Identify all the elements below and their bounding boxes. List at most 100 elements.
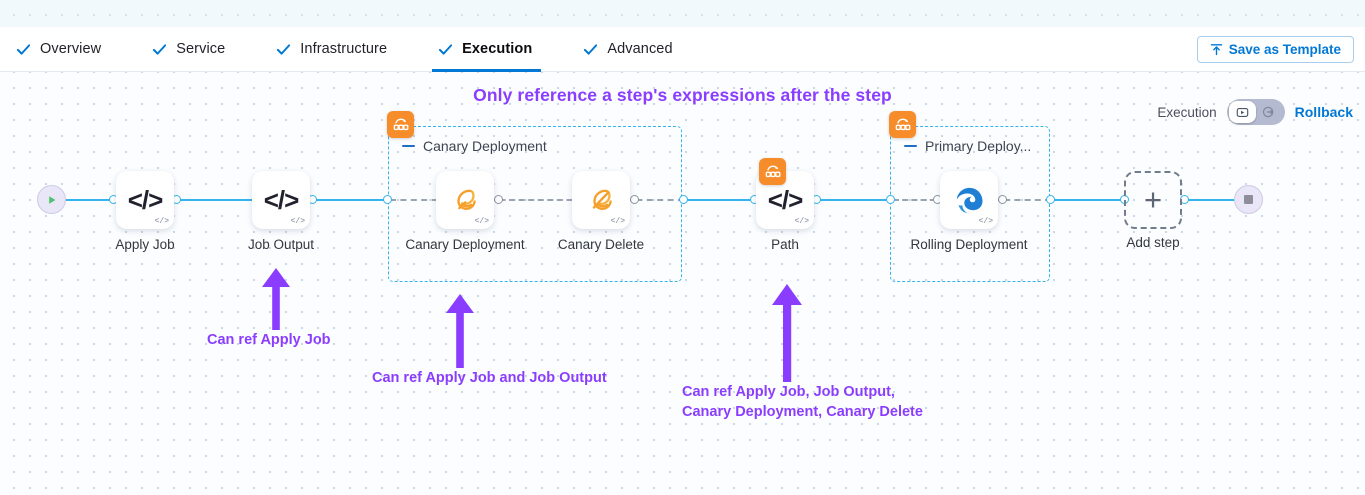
end-node[interactable] (1234, 185, 1263, 214)
step-title-rolling-deployment: Rolling Deployment (910, 237, 1028, 252)
stop-square-icon (1244, 195, 1253, 204)
rollback-label[interactable]: Rollback (1294, 104, 1353, 120)
stage-tab-bar: Overview Service Infrastructure Executio… (0, 27, 1365, 72)
step-node-canary-deployment[interactable]: </> (436, 171, 494, 229)
connector-line (680, 199, 760, 201)
add-step-label: Add step (1126, 235, 1180, 250)
connector-dot (494, 195, 503, 204)
step-node-path[interactable]: </> </> (756, 158, 814, 229)
page-headline: Only reference a step's expressions afte… (473, 85, 892, 105)
group-title: Canary Deployment (423, 138, 547, 154)
step-group-icon (759, 158, 786, 185)
step-group-glyph (765, 165, 780, 177)
step-group-glyph (393, 118, 408, 130)
connector-dot (1046, 195, 1055, 204)
annotation-text-3: Can ref Apply Job, Job Output, Canary De… (682, 384, 923, 420)
tab-advanced[interactable]: Advanced (581, 27, 695, 71)
mode-switch-knob-execution[interactable] (1228, 101, 1256, 123)
tab-label: Advanced (607, 41, 673, 57)
canary-delete-icon (592, 189, 612, 210)
code-icon: </> (263, 184, 300, 215)
add-step-button[interactable]: + (1124, 171, 1182, 229)
connector-dot (886, 195, 895, 204)
mode-switch[interactable] (1226, 99, 1285, 125)
check-icon (584, 43, 598, 55)
group-header-canary: Canary Deployment (402, 138, 547, 154)
connector-line (62, 199, 118, 201)
tab-execution[interactable]: Execution (432, 27, 555, 72)
play-icon (48, 195, 55, 204)
connector-line (1048, 199, 1126, 201)
step-group-glyph (895, 118, 910, 130)
step-group-icon (387, 111, 414, 138)
step-title-path: Path (771, 237, 799, 252)
annotation-arrow-2 (446, 294, 474, 368)
step-node-canary-delete[interactable]: </> (572, 171, 630, 229)
connector-line (1180, 199, 1236, 201)
execution-play-icon (1236, 107, 1248, 117)
check-icon (16, 43, 31, 55)
step-node-job-output[interactable]: </> </> (252, 171, 310, 229)
connector-line-dashed (490, 199, 582, 201)
connector-line-dashed (994, 199, 1051, 201)
code-badge-icon: </> (474, 217, 489, 226)
step-title-apply-job: Apply Job (115, 237, 175, 252)
code-badge-icon: </> (610, 217, 625, 226)
group-canary-deployment[interactable]: Canary Deployment (387, 111, 682, 282)
connector-dot (679, 195, 688, 204)
check-icon (277, 43, 291, 55)
tab-label: Infrastructure (300, 41, 388, 57)
execution-label: Execution (1157, 104, 1217, 120)
connector-line (308, 199, 390, 201)
code-badge-icon: </> (794, 217, 809, 226)
step-title-canary-deployment: Canary Deployment (405, 237, 525, 252)
step-node-rolling-deployment[interactable]: </> (940, 171, 998, 229)
pipeline-canvas[interactable]: Only reference a step's expressions afte… (0, 72, 1365, 495)
step-group-icon (889, 111, 916, 138)
group-primary-deployment[interactable]: Primary Deploy... (889, 111, 1050, 282)
top-grid-strip (0, 0, 1365, 27)
tab-label: Overview (40, 41, 102, 57)
connector-dot (998, 195, 1007, 204)
group-collapse-toggle[interactable] (904, 145, 917, 147)
connector-line (812, 199, 894, 201)
tab-infrastructure[interactable]: Infrastructure (274, 27, 410, 71)
canary-icon (457, 189, 476, 210)
rollback-circle-icon (1263, 106, 1274, 118)
tab-service[interactable]: Service (150, 27, 248, 71)
connector-dot (630, 195, 639, 204)
execution-rollback-toggle: Execution Rollback (1157, 99, 1353, 125)
mode-switch-knob-rollback[interactable] (1256, 101, 1283, 123)
tab-label: Service (176, 41, 226, 57)
save-as-template-label: Save as Template (1228, 42, 1341, 57)
code-badge-icon: </> (154, 217, 169, 226)
annotation-arrow-3 (772, 284, 802, 382)
save-as-template-button[interactable]: Save as Template (1196, 36, 1354, 63)
connector-dot (383, 195, 392, 204)
connector-line-dashed (390, 199, 448, 201)
plus-icon: + (1143, 182, 1163, 217)
step-node-apply-job[interactable]: </> </> (116, 171, 174, 229)
tab-label: Execution (462, 41, 533, 57)
start-node[interactable] (37, 185, 66, 214)
group-title: Primary Deploy... (925, 138, 1032, 154)
step-title-job-output: Job Output (247, 237, 315, 252)
check-icon (153, 43, 167, 55)
upload-icon (1210, 44, 1222, 56)
step-title-canary-delete: Canary Delete (557, 237, 645, 252)
code-badge-icon: </> (290, 217, 305, 226)
annotation-text-2: Can ref Apply Job and Job Output (372, 370, 607, 386)
code-badge-icon: </> (978, 217, 993, 226)
connector-line (172, 199, 312, 201)
code-icon: </> (767, 184, 804, 215)
group-header-primary: Primary Deploy... (904, 138, 1031, 154)
code-icon: </> (127, 184, 164, 215)
group-collapse-toggle[interactable] (402, 145, 415, 147)
edge-swirl-icon (956, 187, 983, 213)
connector-line-dashed (626, 199, 684, 201)
tab-list: Overview Service Infrastructure Executio… (0, 27, 722, 72)
connector-line-dashed (893, 199, 945, 201)
annotation-text-1: Can ref Apply Job (207, 332, 331, 348)
tab-overview[interactable]: Overview (14, 27, 124, 71)
